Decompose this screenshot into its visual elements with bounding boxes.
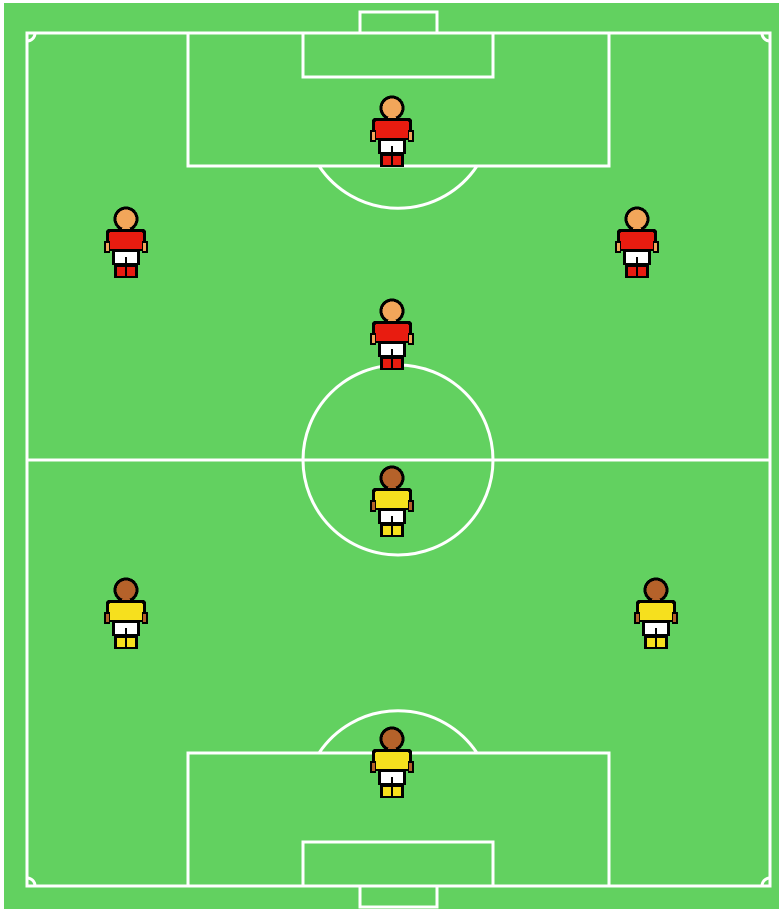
football-pitch [0, 0, 781, 912]
